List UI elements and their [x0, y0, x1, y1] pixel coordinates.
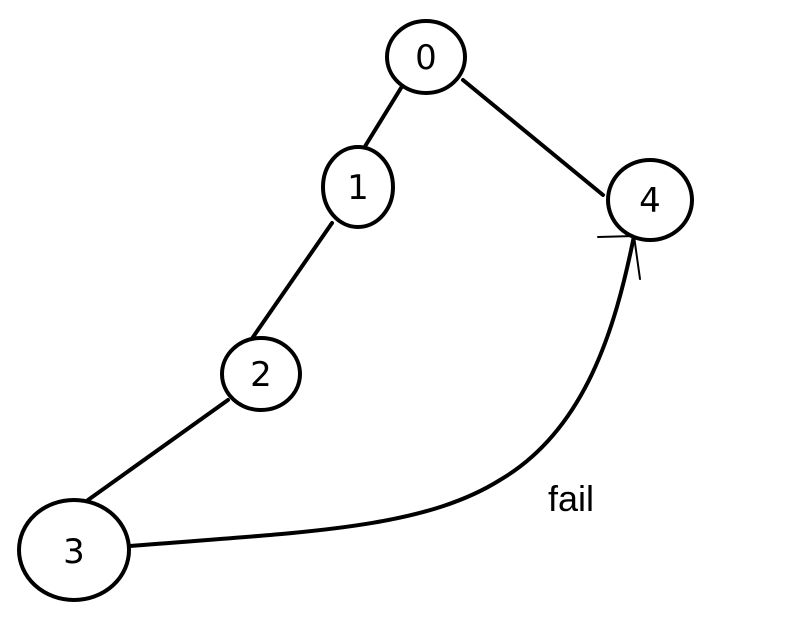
edge-3-4	[128, 234, 636, 548]
node-3-label: 3	[63, 532, 85, 572]
edge-1-2	[249, 221, 334, 342]
edge-label-fail: fail	[548, 478, 594, 519]
node-2: 2	[220, 336, 302, 412]
node-0-label: 0	[415, 38, 437, 78]
node-1-label: 1	[347, 168, 369, 208]
node-2-label: 2	[250, 355, 272, 395]
node-0: 0	[385, 19, 467, 95]
edge-0-1	[362, 86, 403, 150]
node-4: 4	[606, 158, 694, 242]
edge-0-4	[461, 78, 605, 197]
edge-2-3	[86, 398, 230, 502]
node-3: 3	[17, 498, 131, 602]
node-4-label: 4	[639, 181, 661, 221]
node-1: 1	[321, 145, 395, 229]
